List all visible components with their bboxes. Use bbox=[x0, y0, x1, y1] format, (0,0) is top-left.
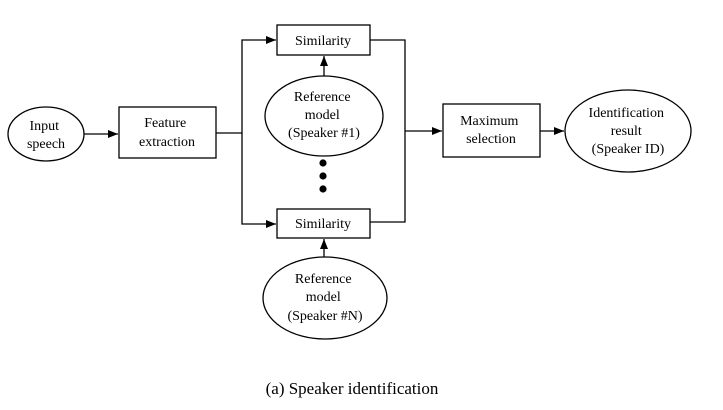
maximum-selection-label: Maximum selection bbox=[460, 114, 522, 147]
reference-model-bottom-node bbox=[262, 256, 388, 340]
ellipsis-dots bbox=[319, 159, 327, 193]
figure-caption: (a) Speaker identification bbox=[266, 379, 439, 398]
similarity-bottom-label: Similarity bbox=[295, 217, 351, 232]
arrow-branch-to-similarity-bottom bbox=[241, 133, 276, 228]
maximum-selection-box bbox=[442, 103, 541, 158]
input-speech-node bbox=[7, 106, 85, 162]
identification-result-label: Identification result (Speaker ID) bbox=[589, 106, 668, 157]
feature-extraction-box bbox=[118, 106, 217, 159]
connector-similarity-top-to-merge bbox=[370, 39, 406, 131]
reference-model-bottom-label: Reference model (Speaker #N) bbox=[287, 272, 362, 324]
similarity-top-label: Similarity bbox=[295, 34, 351, 49]
feature-extraction-label: Feature extraction bbox=[139, 116, 195, 150]
identification-result-node bbox=[564, 89, 692, 173]
connector-similarity-bottom-to-merge bbox=[370, 131, 406, 223]
input-speech-label: Input speech bbox=[27, 119, 65, 152]
similarity-bottom-box bbox=[276, 208, 371, 239]
reference-model-top-label: Reference model (Speaker #1) bbox=[288, 90, 360, 141]
arrow-branch-to-similarity-top bbox=[241, 36, 276, 133]
